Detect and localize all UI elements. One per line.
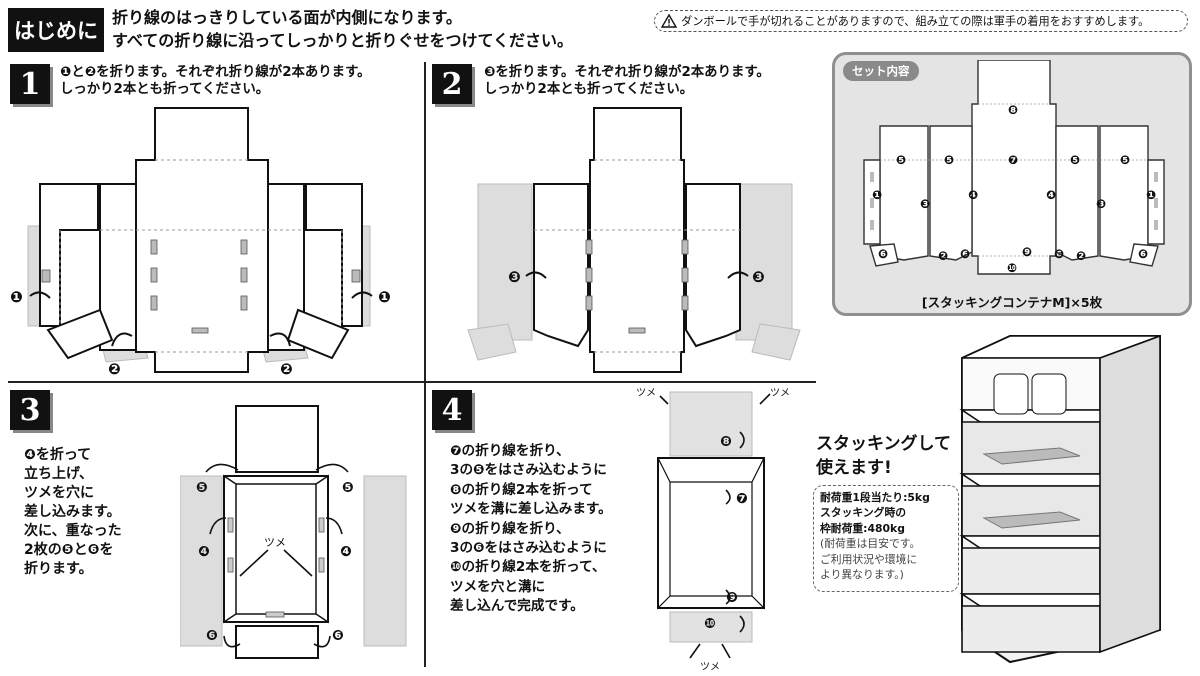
step-4-line-3: ❽の折り線2本を折って — [450, 481, 593, 498]
stacking-title-line-1: スタッキングして — [816, 434, 951, 454]
step4-label-n9: ❾ — [726, 590, 738, 606]
set-contents-caption: [スタッキングコンテナM]×5枚 — [921, 295, 1103, 310]
step4-label-n10: ❿ — [704, 616, 716, 632]
step3-label-n5-left: ❺ — [196, 480, 208, 496]
step3-label-n6-left: ❻ — [206, 628, 218, 644]
set-label-n6-d: ❻ — [1138, 247, 1148, 261]
step-2-line-2: しっかり2本とも折ってください。 — [484, 82, 694, 97]
stacking-note-1: (耐荷重は目安です。 — [820, 537, 921, 551]
stacking-load-per-tier: 耐荷重1段当たり:5kg — [820, 491, 930, 504]
divider-vertical — [424, 62, 426, 667]
stacking-title: スタッキングして 使えます! — [816, 432, 951, 480]
set-label-n6-b: ❻ — [960, 247, 970, 261]
step-4-line-9: 差し込んで完成です。 — [450, 598, 584, 615]
step-4-line-7: ❿の折り線2本を折って、 — [450, 559, 606, 576]
label-n2-right: ❷ — [280, 360, 293, 378]
stacking-label: スタッキング時の — [820, 506, 907, 520]
step-3-line-7: 折ります。 — [24, 561, 93, 577]
step-4-line-1: ❼の折り線を折り、 — [450, 443, 570, 459]
step-2-text: ❸を折ります。それぞれ折り線が2本あります。 しっかり2本とも折ってください。 — [484, 64, 770, 98]
intro-line-1: 折り線のはっきりしている面が内側になります。 — [112, 8, 462, 27]
step-3-line-2: 立ち上げ、 — [24, 466, 94, 482]
step3-label-n4-left: ❹ — [198, 544, 210, 560]
step-3-line-5: 次に、重なった — [24, 523, 122, 539]
step-4-line-5: ❾の折り線を折り、 — [450, 520, 570, 537]
step-4-number: 4 — [432, 390, 472, 430]
label-n1-right: ❶ — [378, 288, 391, 306]
set-label-n6-c: ❻ — [1054, 247, 1064, 261]
step-3-line-1: ❹を折って — [24, 447, 92, 463]
step3-label-n5-right: ❺ — [342, 480, 354, 496]
step-1-number: 1 — [10, 64, 50, 104]
step-3-diagram: ❺ ❺ ❹ ❹ ❻ ❻ ツメ — [180, 405, 407, 659]
step-3-line-4: 差し込みます。 — [24, 504, 121, 520]
set-label-n1-left: ❶ — [872, 188, 882, 202]
warning-text: ダンボールで手が切れることがありますので、組み立ての際は軍手の着用をおすすめしま… — [681, 15, 1150, 28]
label-n1-left: ❶ — [10, 288, 23, 306]
set-label-n5-d: ❺ — [1120, 153, 1130, 167]
warning-box: ダンボールで手が切れることがありますので、組み立ての際は軍手の着用をおすすめしま… — [654, 10, 1188, 32]
stacking-frame-load: 枠耐荷重:480kg — [820, 521, 905, 535]
set-label-n5-c: ❺ — [1070, 153, 1080, 167]
set-label-n9: ❾ — [1022, 245, 1032, 259]
step-1-diagram: ❶ ❶ ❷ ❷ — [10, 107, 391, 378]
step4-label-tsume-bottom: ツメ — [700, 662, 720, 673]
step3-label-n6-right: ❻ — [332, 628, 344, 644]
step-3-line-6: 2枚の❺と❻を — [24, 542, 114, 558]
set-label-n6-a: ❻ — [878, 247, 888, 261]
step4-label-n7: ❼ — [736, 491, 748, 507]
step-1-text: ❶と❷を折ります。それぞれ折り線が2本あります。 しっかり2本とも折ってください… — [60, 64, 371, 98]
stacking-note-2: ご利用状況や環境に — [820, 552, 918, 566]
intro-badge: はじめに — [8, 8, 104, 52]
set-label-n5-a: ❺ — [896, 153, 906, 167]
set-label-n1-right: ❶ — [1146, 188, 1156, 202]
step-3-number: 3 — [10, 390, 50, 430]
step3-label-n4-right: ❹ — [340, 544, 352, 560]
step-4-diagram: ❽ ❼ ❾ ❿ ツメ ツメ ツメ — [636, 388, 790, 673]
label-n3-right: ❸ — [752, 268, 765, 286]
set-contents-label: セット内容 — [843, 61, 919, 81]
step-4-text: ❼の折り線を折り、 3の❺をはさみ込むように ❽の折り線2本を折って ツメを溝に… — [450, 442, 612, 617]
set-label-n5-b: ❺ — [944, 153, 954, 167]
stacking-illustration — [959, 334, 1161, 664]
set-label-n3-right: ❸ — [1096, 197, 1106, 211]
step-2-line-1: ❸を折ります。それぞれ折り線が2本あります。 — [484, 65, 770, 80]
step4-label-tsume-top-left: ツメ — [636, 388, 656, 399]
stacking-note-3: より異なります。) — [820, 568, 904, 582]
set-label-n4-right: ❹ — [1046, 188, 1056, 202]
step-1-line-1: ❶と❷を折ります。それぞれ折り線が2本あります。 — [60, 65, 371, 80]
step-1-line-2: しっかり2本とも折ってください。 — [60, 82, 270, 97]
set-label-n7: ❼ — [1008, 153, 1018, 167]
label-n3-left: ❸ — [508, 268, 521, 286]
step-3-line-3: ツメを穴に — [24, 485, 94, 501]
warning-icon — [661, 14, 677, 28]
intro-text: 折り線のはっきりしている面が内側になります。 すべての折り線に沿ってしっかりと折… — [112, 6, 573, 52]
step-4-line-2: 3の❺をはさみ込むように — [450, 462, 607, 479]
divider-horizontal — [8, 381, 816, 383]
step-2-number: 2 — [432, 64, 472, 104]
set-contents-diagram: ❽ ❺ ❺ ❼ ❺ ❺ ❶ ❶ ❹ ❹ ❸ ❸ ❻ ❷ ❻ ❾ ❻ ❷ ❻ ❿ — [863, 60, 1165, 275]
set-label-n4-left: ❹ — [968, 188, 978, 202]
set-label-n8: ❽ — [1008, 103, 1018, 117]
intro-line-2: すべての折り線に沿ってしっかりと折りぐせをつけてください。 — [112, 31, 573, 50]
step-4-line-4: ツメを溝に差し込みます。 — [450, 501, 612, 518]
stacking-spec-box: 耐荷重1段当たり:5kg スタッキング時の 枠耐荷重:480kg (耐荷重は目安… — [813, 485, 959, 592]
set-label-n2-right: ❷ — [1076, 249, 1086, 263]
set-label-n2-left: ❷ — [938, 249, 948, 263]
step4-label-tsume-top-right: ツメ — [770, 388, 790, 399]
label-n2-left: ❷ — [108, 360, 121, 378]
step-4-line-6: 3の❻をはさみ込むように — [450, 540, 607, 557]
step-4-line-8: ツメを穴と溝に — [450, 578, 546, 595]
set-label-n10: ❿ — [1007, 261, 1017, 275]
set-label-n3-left: ❸ — [920, 197, 930, 211]
step-3-text: ❹を折って 立ち上げ、 ツメを穴に 差し込みます。 次に、重なった 2枚の❺と❻… — [24, 446, 122, 579]
stacking-title-line-2: 使えます! — [816, 458, 892, 478]
step3-label-tsume: ツメ — [264, 536, 286, 549]
step4-label-n8: ❽ — [720, 434, 732, 450]
step-2-diagram: ❸ ❸ — [467, 107, 801, 373]
